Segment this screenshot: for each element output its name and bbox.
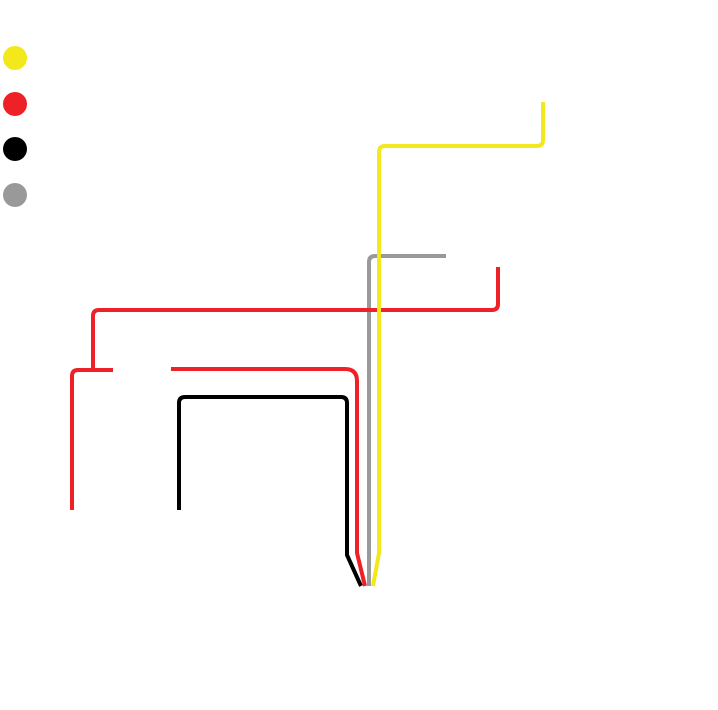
yellow-line: [371, 102, 545, 587]
legend-dot-black: [3, 137, 27, 161]
legend-dot-red: [3, 92, 27, 116]
black-line: [177, 395, 363, 587]
red-line-inner: [171, 367, 367, 587]
legend: [3, 46, 27, 207]
red-line-upper: [91, 267, 500, 370]
red-line-left: [70, 368, 113, 510]
legend-dot-yellow: [3, 46, 27, 70]
gray-line: [367, 254, 446, 586]
legend-dot-gray: [3, 183, 27, 207]
